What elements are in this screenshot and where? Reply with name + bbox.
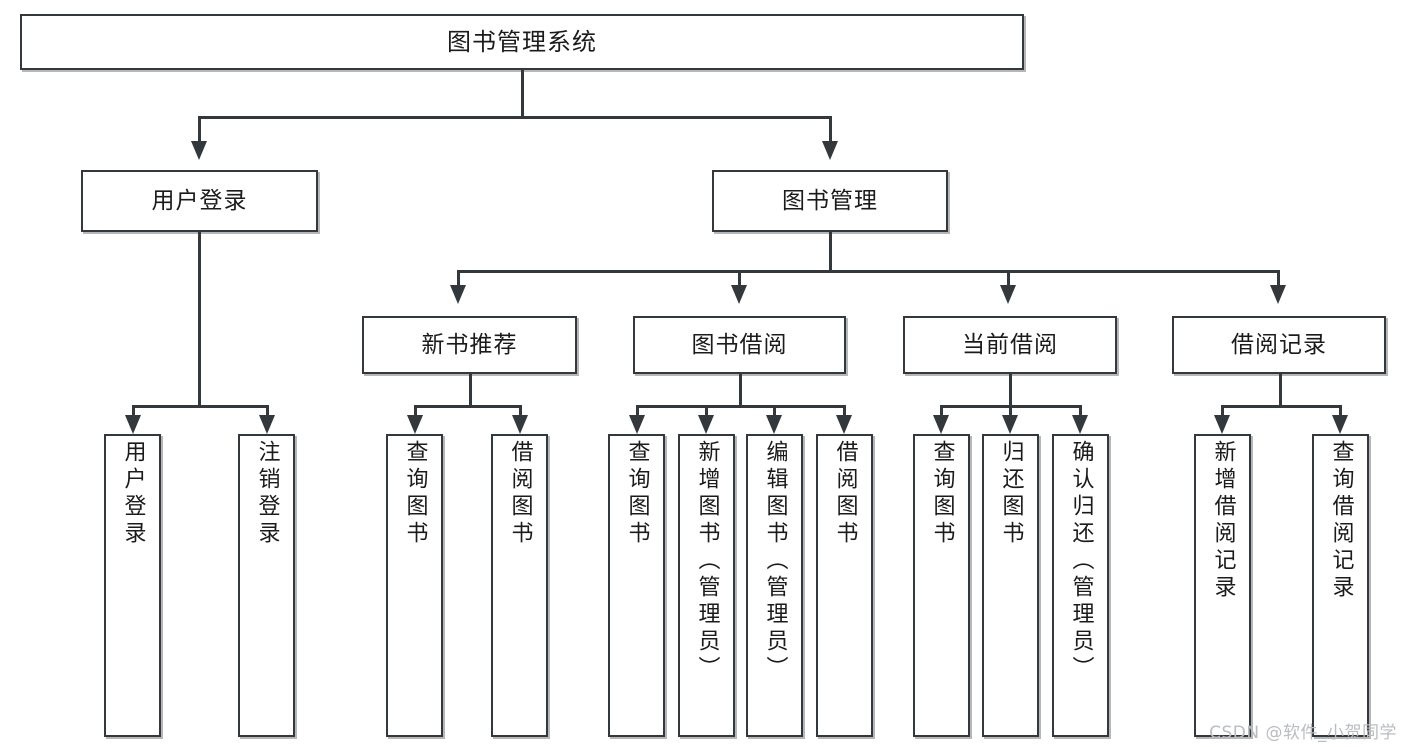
arrowhead-leaf-query-book-3 bbox=[933, 415, 949, 434]
connector-to-user-login bbox=[198, 116, 201, 143]
connector-book-borrow-leaf-4 bbox=[843, 405, 846, 417]
connector-current-borrow-leaf-1 bbox=[940, 405, 943, 417]
arrowhead-leaf-add-record bbox=[1214, 415, 1230, 434]
connector-to-new-book bbox=[457, 270, 460, 287]
node-label: 查询图书 bbox=[624, 440, 650, 548]
connector-user-login-stem bbox=[198, 232, 201, 405]
connector-to-current-borrow bbox=[1007, 270, 1010, 287]
arrowhead-new-book-recommend bbox=[450, 285, 466, 304]
node-root-book-management-system[interactable]: 图书管理系统 bbox=[20, 14, 1024, 70]
connector-book-borrow-stem bbox=[739, 374, 742, 405]
node-label: 图书管理系统 bbox=[447, 28, 597, 56]
node-label: 借阅图书 bbox=[832, 440, 858, 548]
leaf-query-book-borrow[interactable]: 查询图书 bbox=[608, 434, 665, 737]
connector-current-borrow-leaf-3 bbox=[1079, 405, 1082, 417]
connector-current-borrow-leaf-2 bbox=[1009, 405, 1012, 417]
connector-book-management-stem bbox=[829, 232, 832, 270]
leaf-return-book[interactable]: 归还图书 bbox=[982, 434, 1039, 737]
node-label: 借阅图书 bbox=[507, 440, 533, 548]
node-label: 查询借阅记录 bbox=[1328, 440, 1354, 602]
arrowhead-current-borrow bbox=[1000, 285, 1016, 304]
csdn-watermark: CSDN @软件_小贺同学 bbox=[1209, 723, 1397, 743]
node-label: 查询图书 bbox=[929, 440, 955, 548]
connector-book-borrow-leaf-bus bbox=[636, 405, 843, 408]
leaf-confirm-return-admin[interactable]: 确认归还（管理员） bbox=[1052, 434, 1109, 737]
connector-borrow-record-stem bbox=[1279, 374, 1282, 405]
connector-to-book-borrow bbox=[738, 270, 741, 287]
connector-book-borrow-leaf-1 bbox=[636, 405, 639, 417]
connector-book-borrow-leaf-2 bbox=[705, 405, 708, 417]
leaf-query-book-current[interactable]: 查询图书 bbox=[913, 434, 970, 737]
connector-borrow-record-leaf-bus bbox=[1221, 405, 1339, 408]
connector-user-login-leaf-bus bbox=[132, 405, 266, 408]
connector-book-borrow-leaf-3 bbox=[773, 405, 776, 417]
node-label: 归还图书 bbox=[998, 440, 1024, 548]
leaf-edit-book-admin[interactable]: 编辑图书（管理员） bbox=[746, 434, 803, 737]
leaf-logout[interactable]: 注销登录 bbox=[238, 434, 295, 737]
node-label: 注销登录 bbox=[254, 440, 280, 548]
connector-user-login-leaf-1 bbox=[132, 405, 135, 417]
connector-new-book-stem bbox=[469, 374, 472, 405]
arrowhead-leaf-borrow-book-1 bbox=[512, 415, 528, 434]
connector-to-book-management bbox=[829, 116, 832, 143]
node-current-borrow[interactable]: 当前借阅 bbox=[903, 316, 1117, 374]
node-user-login[interactable]: 用户登录 bbox=[81, 170, 318, 232]
connector-new-book-leaf-1 bbox=[414, 405, 417, 417]
node-label: 图书管理 bbox=[782, 187, 878, 214]
node-label: 用户登录 bbox=[120, 440, 146, 548]
leaf-query-borrow-record[interactable]: 查询借阅记录 bbox=[1312, 434, 1369, 737]
connector-new-book-leaf-bus bbox=[414, 405, 519, 408]
node-label: 新书推荐 bbox=[421, 331, 518, 358]
arrowhead-book-borrow bbox=[731, 285, 747, 304]
connector-current-borrow-stem bbox=[1009, 374, 1012, 405]
arrowhead-leaf-edit-book bbox=[766, 415, 782, 434]
connector-level2-bus bbox=[198, 116, 832, 119]
node-borrow-record[interactable]: 借阅记录 bbox=[1172, 316, 1386, 374]
node-label: 确认归还（管理员） bbox=[1068, 440, 1094, 683]
arrowhead-book-management bbox=[822, 141, 838, 160]
arrowhead-borrow-record bbox=[1270, 285, 1286, 304]
connector-new-book-leaf-2 bbox=[519, 405, 522, 417]
node-label: 借阅记录 bbox=[1231, 331, 1327, 358]
connector-user-login-leaf-2 bbox=[266, 405, 269, 417]
leaf-borrow-book-recommend[interactable]: 借阅图书 bbox=[491, 434, 548, 737]
arrowhead-leaf-query-record bbox=[1332, 415, 1348, 434]
arrowhead-leaf-return-book bbox=[1002, 415, 1018, 434]
arrowhead-leaf-confirm-return bbox=[1072, 415, 1088, 434]
leaf-add-borrow-record[interactable]: 新增借阅记录 bbox=[1194, 434, 1251, 737]
leaf-user-login[interactable]: 用户登录 bbox=[104, 434, 161, 737]
arrowhead-user-login bbox=[191, 141, 207, 160]
leaf-borrow-book-borrow[interactable]: 借阅图书 bbox=[816, 434, 873, 737]
node-label: 当前借阅 bbox=[962, 331, 1058, 358]
connector-level3-bus bbox=[457, 270, 1279, 273]
node-book-management[interactable]: 图书管理 bbox=[712, 170, 948, 232]
node-label: 编辑图书（管理员） bbox=[762, 440, 788, 683]
arrowhead-leaf-add-book bbox=[698, 415, 714, 434]
node-label: 查询图书 bbox=[402, 440, 428, 548]
connector-root-stem bbox=[521, 70, 524, 116]
arrowhead-leaf-user-login bbox=[125, 415, 141, 434]
arrowhead-leaf-query-book-1 bbox=[407, 415, 423, 434]
node-label: 图书借阅 bbox=[691, 331, 788, 358]
arrowhead-leaf-query-book-2 bbox=[629, 415, 645, 434]
leaf-add-book-admin[interactable]: 新增图书（管理员） bbox=[678, 434, 735, 737]
arrowhead-leaf-borrow-book-2 bbox=[836, 415, 852, 434]
node-book-borrow[interactable]: 图书借阅 bbox=[633, 316, 846, 374]
arrowhead-leaf-logout bbox=[259, 415, 275, 434]
node-new-book-recommend[interactable]: 新书推荐 bbox=[362, 316, 577, 374]
connector-to-borrow-record bbox=[1277, 270, 1280, 287]
connector-borrow-record-leaf-2 bbox=[1339, 405, 1342, 417]
node-label: 新增借阅记录 bbox=[1210, 440, 1236, 602]
node-label: 用户登录 bbox=[151, 187, 248, 214]
connector-borrow-record-leaf-1 bbox=[1221, 405, 1224, 417]
node-label: 新增图书（管理员） bbox=[694, 440, 720, 683]
leaf-query-book-recommend[interactable]: 查询图书 bbox=[386, 434, 443, 737]
